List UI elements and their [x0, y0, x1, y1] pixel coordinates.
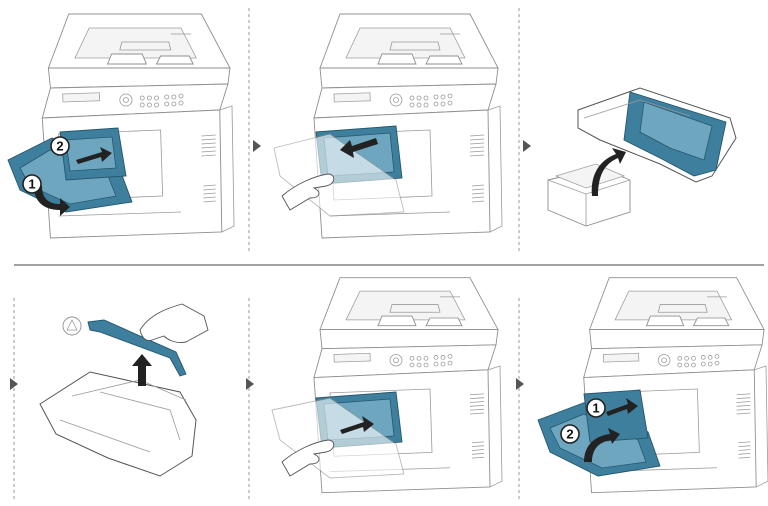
step-open-cover: 2 1 — [7, 13, 235, 239]
step-unpack-unit — [547, 87, 737, 227]
step-badge: 1 — [586, 398, 606, 418]
svg-text:1: 1 — [592, 401, 599, 416]
step-arrow-icon — [516, 378, 524, 390]
hand-icon — [281, 439, 335, 477]
step-pull-unit — [273, 13, 503, 239]
step-badge: 2 — [560, 424, 580, 444]
step-badge: 2 — [50, 136, 70, 156]
motion-arrow-icon — [591, 148, 626, 196]
step-arrow-icon — [523, 140, 531, 152]
step-insert-unit — [271, 277, 503, 494]
motion-arrow-icon — [76, 147, 112, 164]
step-close-cover: 1 2 — [537, 277, 768, 494]
motion-arrow-icon — [340, 138, 378, 158]
recycle-symbol-icon — [62, 316, 82, 336]
svg-text:2: 2 — [566, 427, 573, 442]
step-remove-protector — [39, 303, 209, 477]
motion-arrow-icon — [132, 354, 152, 386]
step-arrow-icon — [246, 378, 254, 390]
motion-arrow-icon — [34, 186, 70, 216]
hand-icon — [139, 303, 209, 343]
step-arrow-icon — [10, 378, 18, 390]
step-arrow-icon — [253, 140, 261, 152]
hand-icon — [281, 173, 335, 211]
protective-part — [87, 319, 187, 377]
motion-arrow-icon — [584, 428, 620, 462]
svg-text:2: 2 — [56, 139, 63, 154]
step-badge: 1 — [22, 174, 42, 194]
svg-text:1: 1 — [28, 177, 35, 192]
motion-arrow-icon — [340, 416, 374, 434]
motion-arrow-icon — [606, 398, 638, 416]
